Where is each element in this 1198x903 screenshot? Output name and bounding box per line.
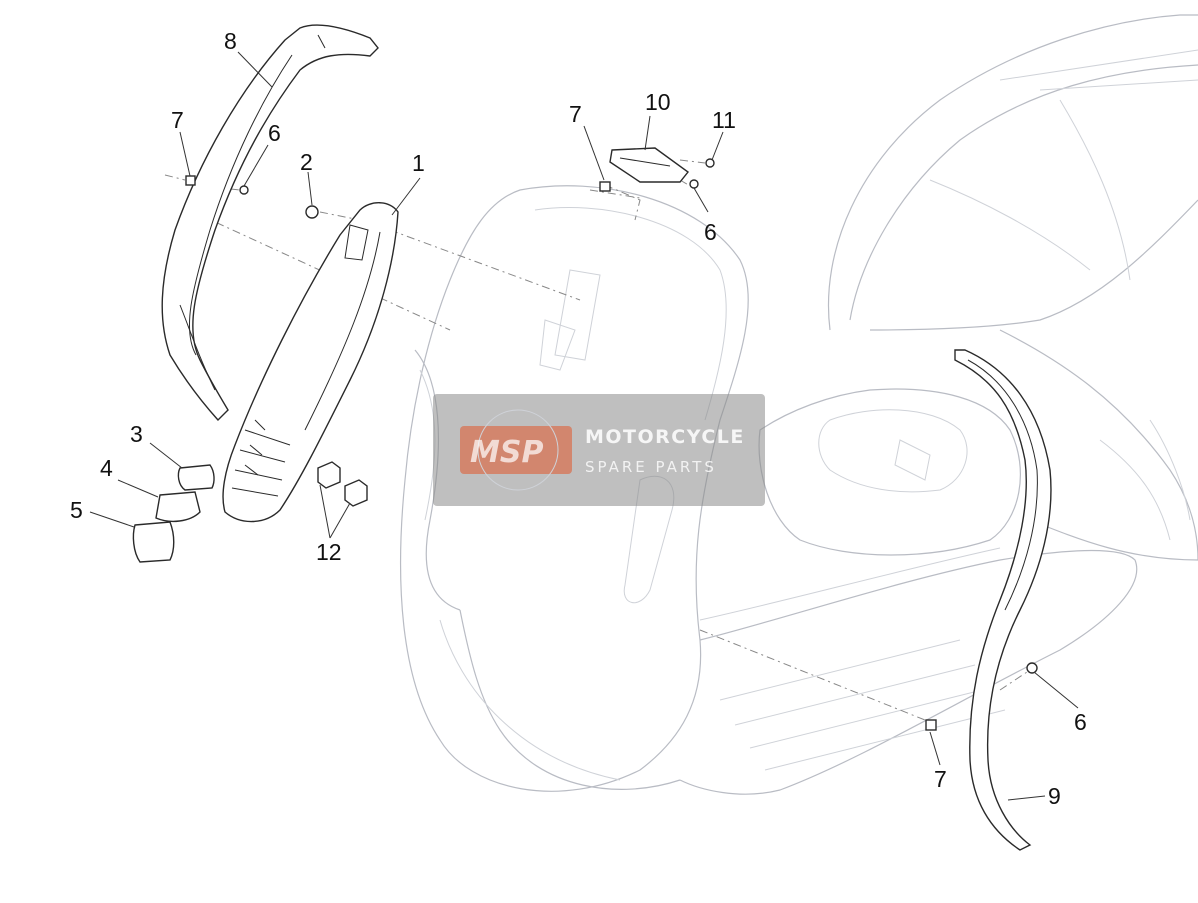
callout-6-lower-right: 6	[1074, 709, 1087, 735]
globe-icon	[477, 409, 559, 491]
part-4-badge	[155, 491, 201, 523]
part-2-screw	[305, 205, 319, 219]
callout-10: 10	[645, 89, 671, 115]
watermark-line2: SPARE PARTS	[585, 458, 717, 476]
callout-6-upper-left: 6	[268, 120, 281, 146]
callout-7-lower-right: 7	[934, 766, 947, 792]
part-10-bracket	[609, 147, 690, 183]
callout-3: 3	[130, 421, 143, 447]
callout-8: 8	[224, 28, 237, 54]
leader-lines	[89, 51, 1079, 801]
callout-5: 5	[70, 497, 83, 523]
part-12-clips	[317, 461, 368, 507]
callout-1: 1	[412, 150, 425, 176]
callout-2: 2	[300, 149, 313, 175]
callout-9: 9	[1048, 783, 1061, 809]
part-9-right-trim	[954, 349, 1052, 851]
part-3-badge	[177, 464, 215, 491]
callout-11: 11	[712, 107, 736, 133]
part-1-shield-cover	[222, 202, 399, 523]
callout-6-upper-right: 6	[704, 219, 717, 245]
callout-7-upper-center: 7	[569, 101, 582, 127]
callouts: 1 2 3 4 5 6 6 6 7 7 7 8 9 10 11 12	[70, 28, 1087, 809]
watermark-logo: MSP	[470, 435, 543, 470]
callout-12: 12	[316, 539, 342, 565]
callout-4: 4	[100, 455, 113, 481]
callout-7-upper-left: 7	[171, 107, 184, 133]
watermark-logo-badge	[460, 426, 572, 474]
watermark-line1: MOTORCYCLE	[585, 426, 745, 448]
watermark-background	[433, 394, 765, 506]
part-5-badge	[132, 521, 175, 563]
watermark: MSP MOTORCYCLE SPARE PARTS	[433, 394, 765, 506]
part-8-left-trim	[161, 24, 379, 422]
